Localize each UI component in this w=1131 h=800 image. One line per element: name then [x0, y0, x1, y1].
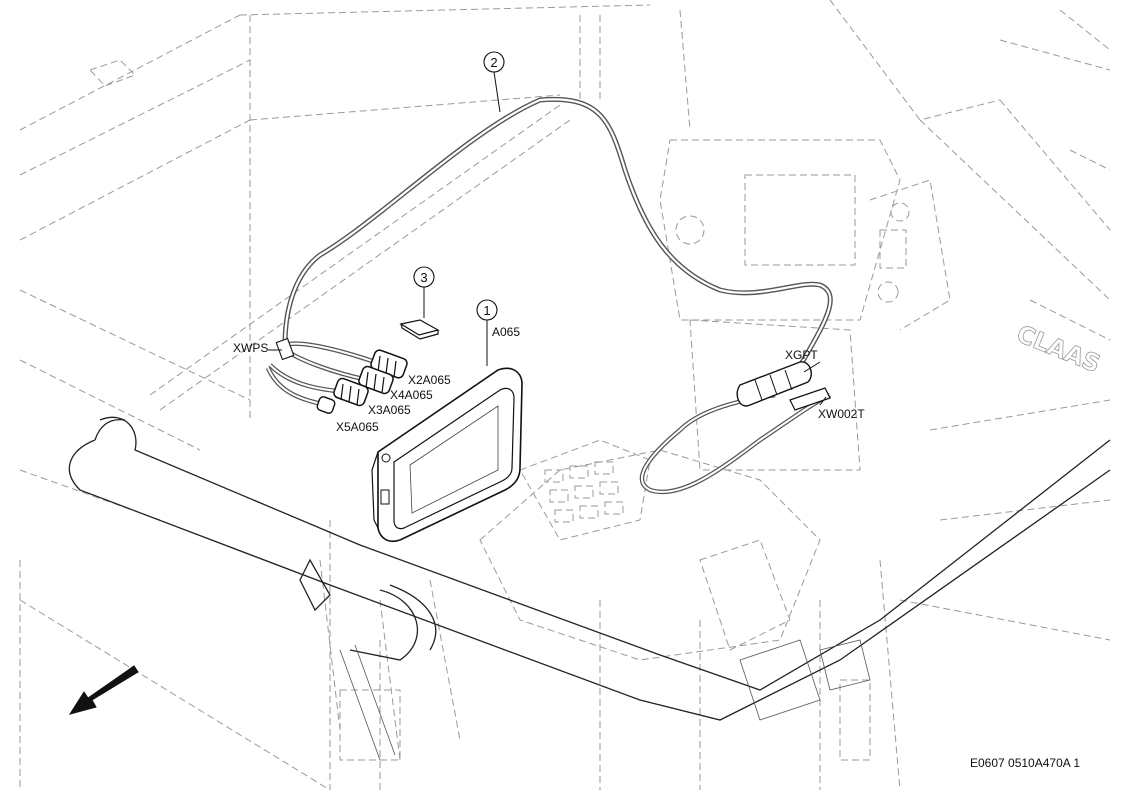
- xwps-splice: [275, 337, 295, 361]
- callout-3: 3: [413, 266, 435, 318]
- callout-2-number: 2: [490, 55, 497, 70]
- label-x2a065: X2A065: [408, 373, 451, 387]
- label-xwps: XWPS: [233, 341, 268, 355]
- callout-1-number: 1: [483, 303, 490, 318]
- cab-frame: [68, 416, 1111, 761]
- label-x3a065: X3A065: [368, 403, 411, 417]
- brand-mark: CLAAS: [1013, 320, 1104, 379]
- connector-x5a065: [316, 396, 336, 414]
- callout-1: 1: [476, 299, 498, 366]
- label-x5a065: X5A065: [336, 420, 379, 434]
- drawing-code: E0607 0510A470A 1: [970, 756, 1080, 770]
- connector-xw002t: [789, 387, 831, 411]
- callout-2: 2: [483, 51, 505, 113]
- connector-x3a065: [333, 377, 369, 407]
- callout-3-number: 3: [420, 270, 427, 285]
- label-xgpt: XGPT: [785, 348, 818, 362]
- label-xw002t: XW002T: [818, 407, 865, 421]
- connector-xgpt: [736, 361, 812, 407]
- label-x4a065: X4A065: [390, 388, 433, 402]
- direction-arrow-icon: [68, 665, 139, 715]
- item-3-part: [399, 319, 440, 340]
- display-a065: [371, 367, 523, 543]
- connector-x4a065: [358, 365, 394, 395]
- label-a065: A065: [492, 325, 520, 339]
- label-leaders: [268, 349, 827, 406]
